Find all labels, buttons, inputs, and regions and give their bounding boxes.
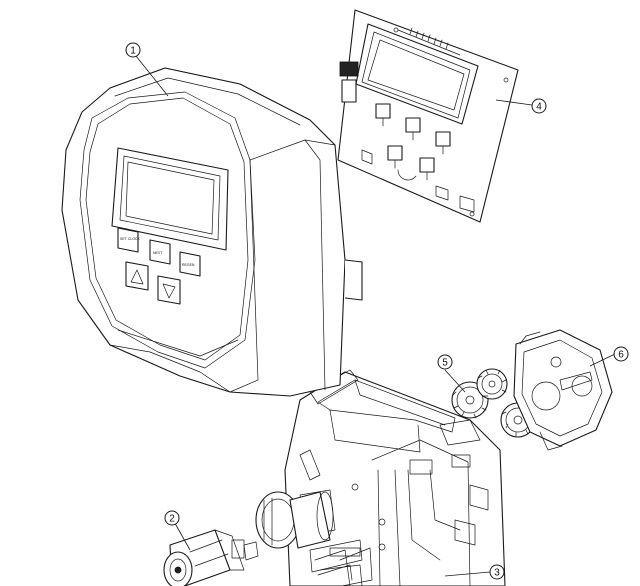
circuit-board <box>337 9 519 223</box>
callout-5-label: 5 <box>442 358 448 369</box>
callout-4-label: 4 <box>536 102 542 113</box>
down-arrow-button[interactable] <box>157 275 181 305</box>
callout-6-label: 6 <box>618 350 624 361</box>
board-switch <box>375 103 451 181</box>
callout-1: 1 <box>125 42 141 58</box>
gear-cover <box>513 329 613 451</box>
down-arrow-icon <box>162 283 176 299</box>
callout-2: 2 <box>164 510 180 526</box>
callout-6: 6 <box>613 346 629 362</box>
callout-1-label: 1 <box>130 46 136 57</box>
front-cover: SET CLOCK NEXT REGEN <box>61 67 363 397</box>
callout-4: 4 <box>531 98 547 114</box>
regen-label: REGEN <box>182 263 195 267</box>
leader-lines <box>135 55 616 577</box>
drive-motor <box>163 529 259 586</box>
next-button[interactable]: NEXT <box>149 239 171 265</box>
valve-body-housing <box>284 369 506 586</box>
next-label: NEXT <box>153 251 163 255</box>
callout-3: 3 <box>489 564 505 580</box>
up-arrow-button[interactable] <box>125 261 149 291</box>
callout-3-label: 3 <box>494 568 500 579</box>
set-clock-label: SET CLOCK <box>120 237 140 241</box>
drive-cylinder <box>255 491 363 581</box>
set-clock-button[interactable]: SET CLOCK <box>117 227 140 253</box>
callout-5: 5 <box>437 354 453 370</box>
callout-2-label: 2 <box>169 514 175 525</box>
regen-button[interactable]: REGEN <box>179 251 201 277</box>
up-arrow-icon <box>130 269 144 285</box>
